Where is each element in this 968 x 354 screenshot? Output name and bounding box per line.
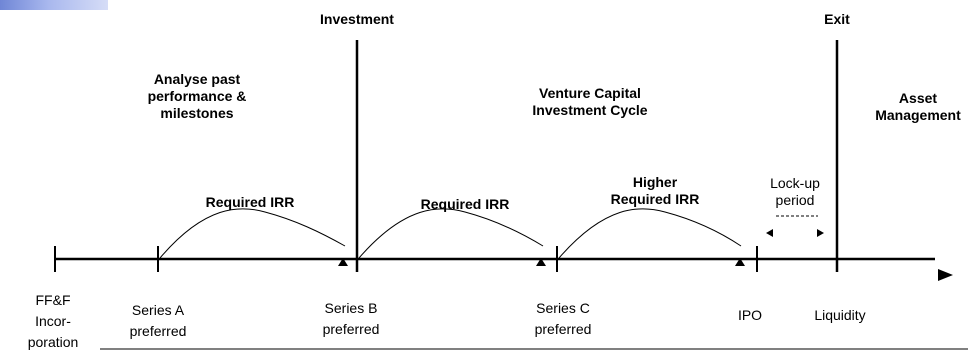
stage-label-series-c: Series C preferred xyxy=(534,300,592,337)
analyse-phase-label: Analyse past performance & milestones xyxy=(147,71,247,121)
asset-management-label: Asset Management xyxy=(875,90,961,123)
irr-arc-1 xyxy=(159,208,346,259)
lockup-right-arrowhead xyxy=(817,229,824,237)
marker-triangle-1 xyxy=(338,258,348,266)
irr-arc-2 xyxy=(358,208,544,259)
lockup-period-label: Lock-up period xyxy=(770,175,820,208)
stage-label-liquidity: Liquidity xyxy=(814,307,866,323)
investment-heading: Investment xyxy=(320,11,394,27)
stage-label-series-b: Series B preferred xyxy=(322,300,380,337)
stage-label-ffandf: FF&F Incor- poration xyxy=(27,292,79,350)
marker-triangle-2 xyxy=(536,258,546,266)
marker-triangle-3 xyxy=(735,258,745,266)
timeline-arrowhead xyxy=(938,269,953,281)
lockup-left-arrowhead xyxy=(766,229,773,237)
stage-label-series-a: Series A preferred xyxy=(129,302,187,339)
irr-label-3: Higher Required IRR xyxy=(610,174,700,207)
venture-cycle-label: Venture Capital Investment Cycle xyxy=(532,85,648,118)
stage-label-ipo: IPO xyxy=(737,307,763,323)
irr-label-2: Required IRR xyxy=(420,196,510,212)
irr-label-1: Required IRR xyxy=(205,194,295,210)
corner-image-fragment xyxy=(0,0,108,10)
irr-arc-3 xyxy=(558,208,742,259)
exit-heading: Exit xyxy=(824,11,850,27)
